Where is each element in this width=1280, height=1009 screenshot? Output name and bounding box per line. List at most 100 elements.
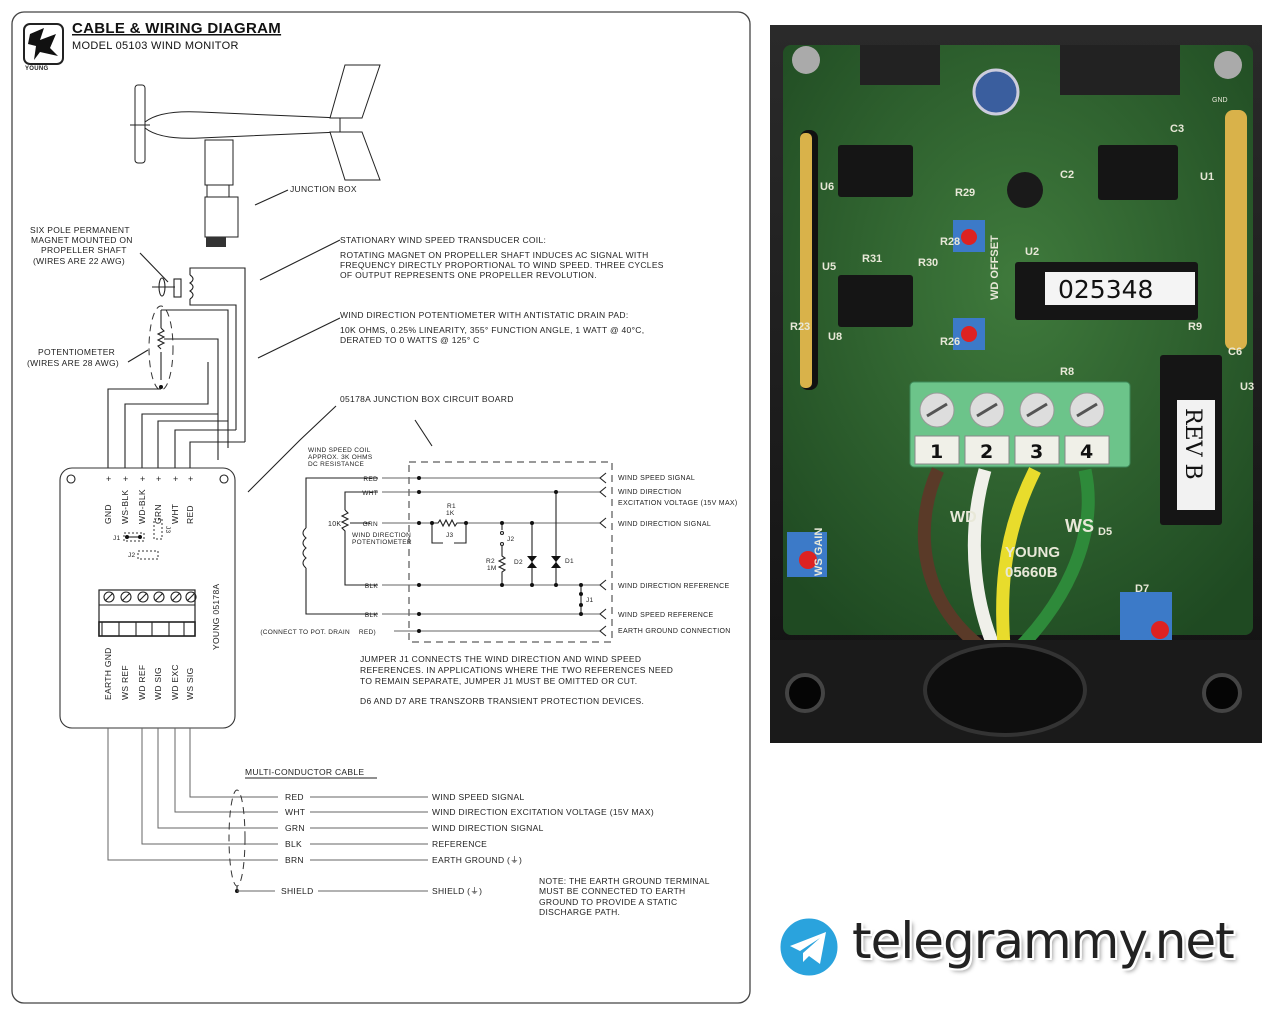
terminal-number: 1 — [930, 441, 943, 463]
earth-ground-note: NOTE: THE EARTH GROUND TERMINAL MUST BE … — [539, 876, 710, 917]
svg-text:SIX POLE PERMANENT: SIX POLE PERMANENT — [30, 225, 130, 235]
silkscreen-label: R30 — [918, 257, 938, 269]
board-title: 05178A JUNCTION BOX CIRCUIT BOARD — [340, 394, 514, 404]
board-model-label: YOUNG 05178A — [211, 584, 221, 650]
screw-terminal — [185, 591, 197, 603]
wire-label: BLK — [365, 583, 379, 590]
drain-note: (CONNECT TO POT. DRAIN — [260, 629, 350, 636]
svg-text:1M: 1M — [487, 565, 497, 572]
silkscreen-label: U3 — [1240, 381, 1254, 393]
silkscreen-label: GND — [1212, 97, 1228, 104]
board-pin-label: WD-BLK — [137, 489, 147, 524]
silkscreen-label: D7 — [1135, 583, 1149, 595]
terminal-label: WS REF — [120, 665, 130, 700]
magnet-coil-symbol — [152, 267, 246, 442]
cable-wire-function: EARTH GROUND (⏚) — [432, 855, 522, 865]
terminal-label: WD REF — [137, 665, 147, 700]
rev-label: REV B — [1180, 408, 1205, 480]
output-label: WIND SPEED REFERENCE — [618, 612, 713, 619]
silkscreen-label: U1 — [1200, 171, 1214, 183]
output-label: EXCITATION VOLTAGE (15V MAX) — [618, 500, 738, 507]
svg-text:WIND DIRECTION: WIND DIRECTION — [352, 532, 411, 539]
svg-text:ROTATING MAGNET ON PROPELLER S: ROTATING MAGNET ON PROPELLER SHAFT INDUC… — [340, 250, 649, 260]
screw-terminal — [170, 591, 182, 603]
pin-plus-mark: + — [173, 474, 179, 484]
svg-text:WD: WD — [950, 509, 977, 526]
pin-plus-mark: + — [123, 474, 129, 484]
magnet-label: SIX POLE PERMANENT MAGNET MOUNTED ON PRO… — [30, 225, 133, 266]
connector-symbol — [599, 608, 607, 620]
leader-line — [254, 189, 289, 206]
junction-box-label: JUNCTION BOX — [290, 184, 357, 194]
pot-description: 10K OHMS, 0.25% LINEARITY, 355° FUNCTION… — [340, 325, 644, 345]
cable-wire-color: BRN — [285, 855, 304, 865]
terminal-label: WD EXC — [170, 664, 180, 700]
screw-terminal — [103, 591, 115, 603]
transzorb-note: D6 AND D7 ARE TRANSZORB TRANSIENT PROTEC… — [360, 696, 644, 706]
cable-wire-function: WIND DIRECTION SIGNAL — [432, 823, 544, 833]
svg-text:R2: R2 — [486, 558, 495, 565]
cable-wire-function: SHIELD (⏚) — [432, 886, 482, 896]
pot-title: WIND DIRECTION POTENTIOMETER WITH ANTIST… — [340, 310, 629, 320]
coil-title: STATIONARY WIND SPEED TRANSDUCER COIL: — [340, 235, 546, 245]
cable-wire-color: RED — [285, 792, 304, 802]
leader-line — [414, 419, 433, 447]
silkscreen-label: R9 — [1188, 321, 1202, 333]
screw-terminal — [137, 591, 149, 603]
screw-terminal — [120, 591, 132, 603]
potentiometer-label: POTENTIOMETER (WIRES ARE 28 AWG) — [27, 347, 119, 368]
svg-text:(WIRES ARE 22 AWG): (WIRES ARE 22 AWG) — [33, 256, 125, 266]
board-pin-label: WHT — [170, 504, 180, 524]
silkscreen-label: R29 — [955, 187, 975, 199]
cable-wire-function: WIND SPEED SIGNAL — [432, 792, 524, 802]
watermark: telegrammy.net — [776, 912, 1266, 982]
pin-plus-mark: + — [188, 474, 194, 484]
svg-text:YOUNG: YOUNG — [25, 66, 49, 72]
connector-symbol — [599, 625, 607, 637]
board-pin-label: RED — [185, 505, 195, 524]
wire-label: WHT — [362, 490, 378, 497]
watermark-text: telegrammy.net — [852, 912, 1235, 970]
svg-text:JUMPER J1 CONNECTS THE WIND DI: JUMPER J1 CONNECTS THE WIND DIRECTION AN… — [360, 654, 641, 664]
potentiometer-symbol — [148, 305, 229, 460]
silkscreen-label: C6 — [1228, 346, 1242, 358]
svg-text:05660B: 05660B — [1005, 564, 1058, 581]
terminal-number: 3 — [1030, 441, 1043, 463]
coil-note: WIND SPEED COIL APPROX. 3K OHMS DC RESIS… — [308, 447, 373, 468]
cable-wire-function: REFERENCE — [432, 839, 487, 849]
svg-text:MAGNET MOUNTED ON: MAGNET MOUNTED ON — [31, 235, 133, 245]
wind-monitor-drawing — [130, 64, 381, 247]
svg-text:TO REMAIN SEPARATE, JUMPER J1: TO REMAIN SEPARATE, JUMPER J1 MUST BE OM… — [360, 676, 637, 686]
pin-plus-mark: + — [106, 474, 112, 484]
terminal-label: WS SIG — [185, 668, 195, 701]
sensor-to-board-wires — [107, 362, 245, 472]
svg-text:MUST BE CONNECTED TO EARTH: MUST BE CONNECTED TO EARTH — [539, 886, 686, 896]
silkscreen-label: R23 — [790, 321, 810, 333]
serial-label: 025348 — [1058, 275, 1153, 304]
pin-plus-mark: + — [156, 474, 162, 484]
circuit-schematic: WIND SPEED COIL APPROX. 3K OHMS DC RESIS… — [260, 447, 738, 643]
silkscreen-label: C2 — [1060, 169, 1074, 181]
svg-text:OF OUTPUT REPRESENTS ONE PROPE: OF OUTPUT REPRESENTS ONE PROPELLER REVOL… — [340, 270, 597, 280]
board-pin-label: WS-BLK — [120, 490, 130, 524]
leader-line — [257, 317, 341, 359]
svg-text:J1: J1 — [586, 597, 594, 604]
svg-text:J2: J2 — [128, 552, 136, 559]
output-label: WIND DIRECTION REFERENCE — [618, 583, 729, 590]
pin-plus-mark: + — [140, 474, 146, 484]
cable-wire-color: BLK — [285, 839, 302, 849]
output-label: EARTH GROUND CONNECTION — [618, 628, 731, 635]
svg-text:D2: D2 — [514, 559, 523, 566]
svg-text:FREQUENCY DIRECTLY PROPORTIONA: FREQUENCY DIRECTLY PROPORTIONAL TO WIND … — [340, 260, 664, 270]
diagram-frame — [11, 11, 751, 1004]
svg-text:APPROX. 3K OHMS: APPROX. 3K OHMS — [308, 454, 373, 461]
terminal-number: 2 — [980, 441, 993, 463]
svg-text:(WIRES ARE 28 AWG): (WIRES ARE 28 AWG) — [27, 358, 119, 368]
cable-wire-color: WHT — [285, 807, 305, 817]
cable-wire-color: GRN — [285, 823, 305, 833]
svg-text:DC RESISTANCE: DC RESISTANCE — [308, 461, 365, 468]
svg-text:GROUND TO PROVIDE A STATIC: GROUND TO PROVIDE A STATIC — [539, 897, 677, 907]
board-pin-label: GRN — [153, 504, 163, 524]
svg-text:DERATED TO 0 WATTS @ 125° C: DERATED TO 0 WATTS @ 125° C — [340, 335, 480, 345]
